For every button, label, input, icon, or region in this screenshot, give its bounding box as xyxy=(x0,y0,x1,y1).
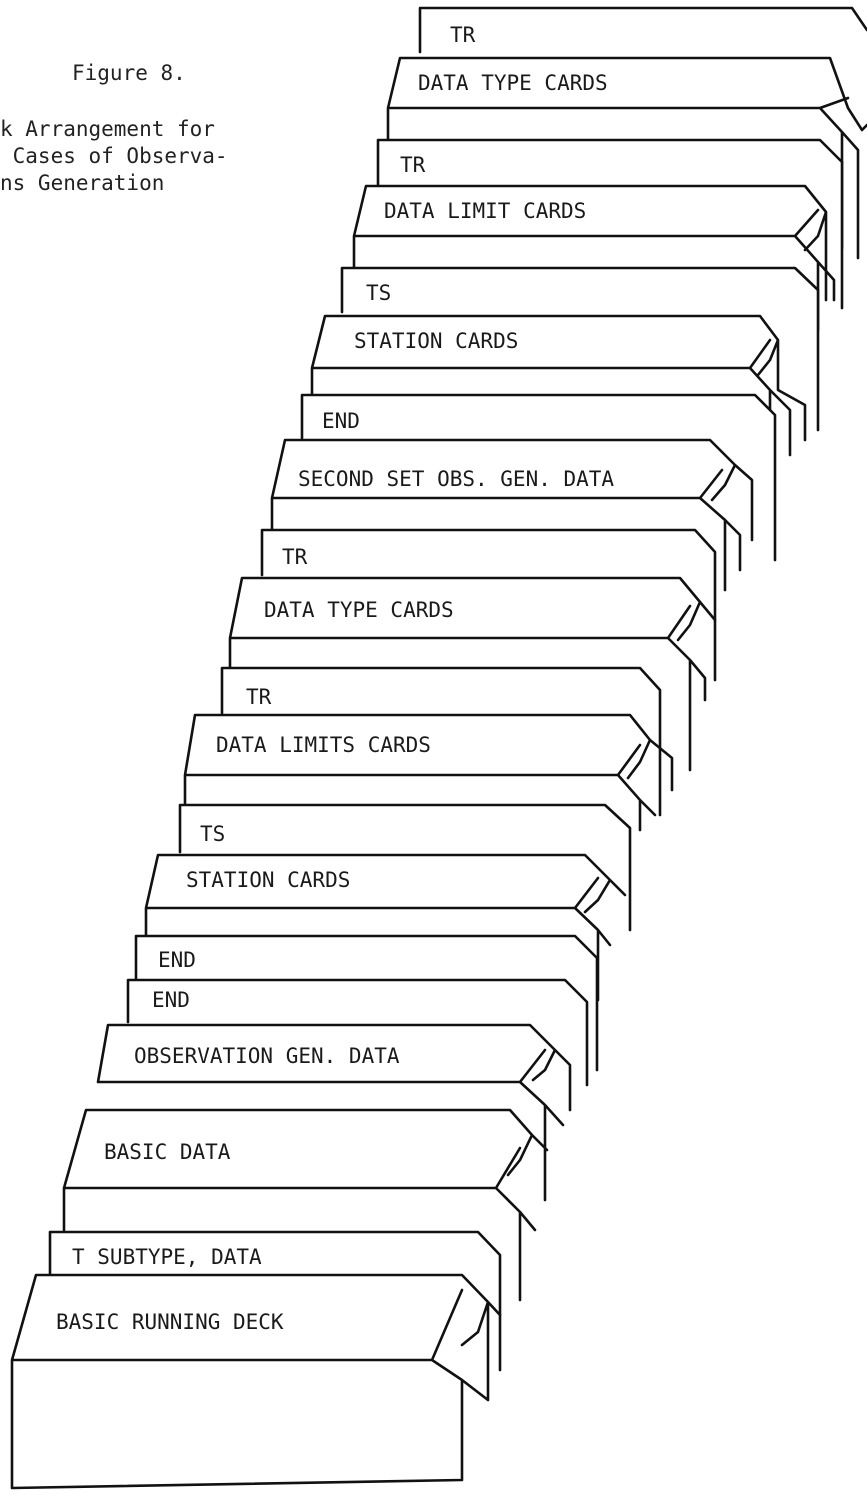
card-basic-running-deck: BASIC RUNNING DECK xyxy=(10,1273,502,1490)
caption-line-1: k Arrangement for xyxy=(0,117,215,141)
card-label: TR xyxy=(282,545,308,569)
card-label: TR xyxy=(450,23,476,47)
card-label: T SUBTYPE, DATA xyxy=(72,1245,262,1269)
card-label: STATION CARDS xyxy=(354,329,518,353)
figure-caption: Figure 8. k Arrangement for Cases of Obs… xyxy=(0,60,330,195)
card-data-limits-cards: DATA LIMITS CARDS xyxy=(183,713,674,832)
caption-line-3: ns Generation xyxy=(0,171,165,195)
card-basic-data: BASIC DATA xyxy=(62,1108,549,1302)
card-label: END xyxy=(158,948,196,972)
card-label: SECOND SET OBS. GEN. DATA xyxy=(298,467,614,491)
card-label: STATION CARDS xyxy=(186,868,350,892)
card-label: OBSERVATION GEN. DATA xyxy=(134,1044,400,1068)
card-label: END xyxy=(322,409,360,433)
card-label: TR xyxy=(400,153,426,177)
card-label: BASIC DATA xyxy=(104,1140,231,1164)
card-station-cards-lower: STATION CARDS xyxy=(144,853,627,1002)
card-label: TS xyxy=(366,281,391,305)
card-label: BASIC RUNNING DECK xyxy=(56,1310,284,1334)
card-label: TR xyxy=(246,685,272,709)
card-label: END xyxy=(152,988,190,1012)
card-label: DATA TYPE CARDS xyxy=(264,598,454,622)
card-label: DATA LIMITS CARDS xyxy=(216,733,431,757)
figure-title: Figure 8. xyxy=(72,61,186,85)
caption-line-2: Cases of Observa- xyxy=(0,144,228,168)
card-label: DATA LIMIT CARDS xyxy=(384,199,586,223)
card-label: DATA TYPE CARDS xyxy=(418,71,608,95)
card-label: TS xyxy=(200,822,225,846)
